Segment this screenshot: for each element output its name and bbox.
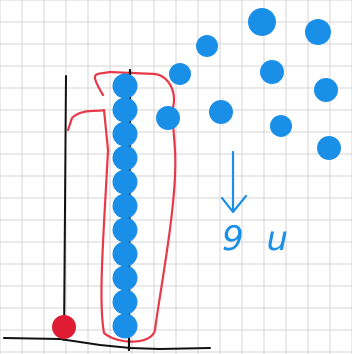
scattered-ball	[270, 115, 292, 137]
scattered-ball	[169, 63, 191, 85]
annotation-text: 9 u	[222, 219, 294, 259]
ground-line	[3, 337, 211, 351]
column-ball	[112, 193, 138, 219]
scattered-balls	[156, 8, 341, 160]
column-ball	[112, 97, 138, 123]
scattered-ball	[156, 106, 180, 130]
column-balls	[112, 73, 138, 339]
scattered-ball	[209, 100, 233, 124]
column-ball	[112, 289, 138, 315]
scattered-ball	[317, 136, 341, 160]
left-vertical-line	[63, 75, 67, 341]
column-ball	[112, 265, 138, 291]
gravity-arrow	[220, 150, 248, 214]
column-ball	[112, 145, 138, 171]
column-ball	[112, 313, 138, 339]
scattered-ball	[305, 19, 331, 45]
column-ball	[112, 217, 138, 243]
scattered-ball	[314, 78, 338, 102]
column-ball	[112, 241, 138, 267]
column-ball	[112, 121, 138, 147]
column-ball	[112, 73, 138, 99]
red-dot	[52, 315, 76, 339]
scattered-ball	[196, 35, 218, 57]
scattered-ball	[248, 8, 276, 36]
column-ball	[112, 169, 138, 195]
scattered-ball	[260, 60, 284, 84]
red-outline	[66, 70, 177, 343]
